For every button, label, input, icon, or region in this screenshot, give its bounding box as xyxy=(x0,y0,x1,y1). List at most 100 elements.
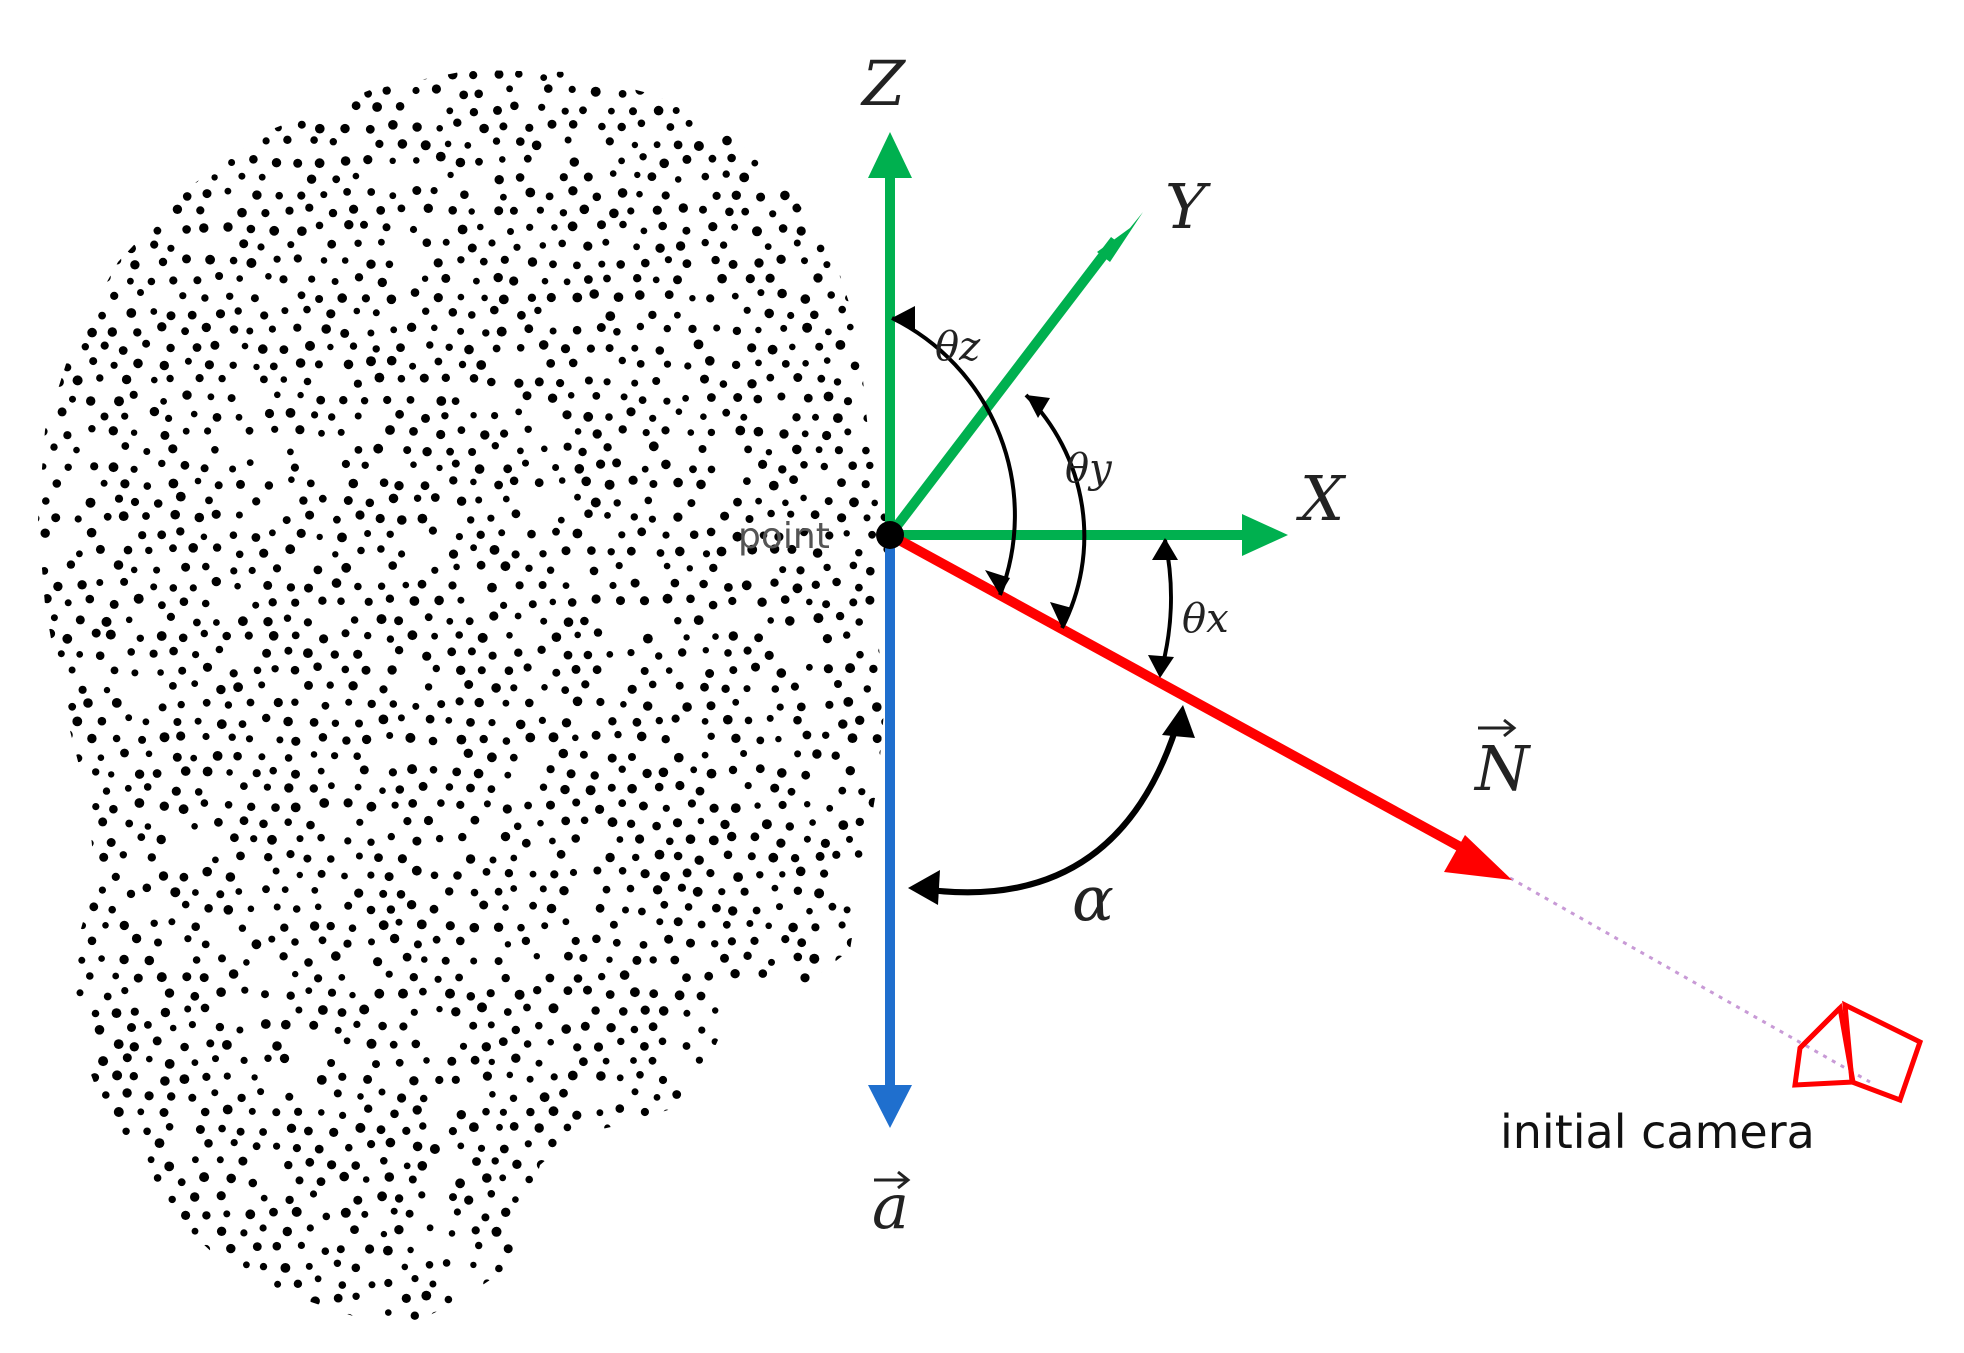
head-point-dot xyxy=(819,1311,830,1320)
head-point-dot xyxy=(603,274,611,283)
head-point-dot xyxy=(615,1142,625,1151)
head-point-dot xyxy=(728,596,737,606)
head-point-dot xyxy=(426,341,434,349)
head-point-dot xyxy=(361,1210,369,1218)
head-point-dot xyxy=(293,323,302,332)
head-point-dot xyxy=(448,308,458,317)
head-point-dot xyxy=(538,716,547,725)
head-point-dot xyxy=(866,1311,875,1320)
head-point-dot xyxy=(786,1055,796,1064)
head-point-dot xyxy=(263,580,273,590)
head-point-dot xyxy=(118,511,129,521)
head-point-dot xyxy=(494,480,503,490)
head-point-dot xyxy=(466,992,476,1001)
head-point-dot xyxy=(701,718,709,725)
head-point-dot xyxy=(636,1071,644,1079)
head-point-dot xyxy=(333,515,341,524)
head-point-dot xyxy=(238,1156,248,1166)
head-point-dot xyxy=(431,566,439,574)
head-point-dot xyxy=(38,1195,42,1202)
head-point-dot xyxy=(306,1224,314,1232)
head-point-dot xyxy=(260,311,269,320)
head-point-dot xyxy=(470,544,477,552)
head-point-dot xyxy=(523,154,532,163)
head-point-dot xyxy=(758,459,768,469)
head-point-dot xyxy=(157,322,167,332)
head-point-dot xyxy=(62,1074,69,1081)
head-point-dot xyxy=(299,496,308,505)
head-point-dot xyxy=(154,1209,162,1216)
head-point-dot xyxy=(38,345,40,353)
head-point-dot xyxy=(855,549,863,557)
head-point-dot xyxy=(815,342,824,351)
head-point-dot xyxy=(339,1171,350,1182)
head-point-dot xyxy=(470,957,478,965)
head-point-dot xyxy=(166,343,175,353)
head-point-dot xyxy=(702,550,711,558)
head-point-dot xyxy=(110,291,119,300)
head-point-dot xyxy=(62,1277,73,1288)
head-point-dot xyxy=(394,481,404,491)
head-point-dot xyxy=(526,223,534,231)
head-point-dot xyxy=(236,1026,244,1034)
head-point-dot xyxy=(871,1040,879,1048)
head-point-dot xyxy=(787,1156,796,1165)
head-point-dot xyxy=(224,187,232,195)
head-point-dot xyxy=(66,1244,75,1254)
head-point-dot xyxy=(800,1212,809,1221)
head-point-dot xyxy=(132,119,142,129)
head-point-dot xyxy=(879,1128,887,1135)
head-point-dot xyxy=(100,412,109,421)
head-point-dot xyxy=(91,628,101,638)
head-point-dot xyxy=(356,70,365,76)
head-point-dot xyxy=(656,549,665,557)
head-point-dot xyxy=(730,1073,739,1082)
head-point-dot xyxy=(284,646,293,655)
head-point-dot xyxy=(652,205,662,215)
head-point-dot xyxy=(630,1025,639,1034)
head-point-dot xyxy=(386,732,394,739)
head-point-dot xyxy=(306,174,317,184)
head-point-dot xyxy=(130,1007,139,1016)
head-point-dot xyxy=(317,767,325,775)
head-point-dot xyxy=(567,221,578,232)
head-point-dot xyxy=(446,447,454,456)
head-point-dot xyxy=(341,257,349,264)
head-point-dot xyxy=(494,70,504,79)
head-point-dot xyxy=(199,973,209,983)
head-point-dot xyxy=(83,1206,93,1215)
y-axis-label: Y xyxy=(1165,170,1211,243)
head-point-dot xyxy=(865,595,875,605)
head-point-dot xyxy=(304,680,313,690)
head-point-dot xyxy=(635,834,645,844)
head-point-dot xyxy=(574,631,581,639)
head-point-dot xyxy=(430,493,440,502)
head-point-dot xyxy=(633,243,640,251)
head-point-dot xyxy=(397,374,406,383)
head-point-dot xyxy=(412,1141,423,1152)
head-point-dot xyxy=(68,295,77,304)
head-point-dot xyxy=(405,1209,414,1218)
head-point-dot xyxy=(469,374,479,383)
head-point-dot xyxy=(170,887,181,898)
head-point-dot xyxy=(735,425,746,436)
head-point-dot xyxy=(525,564,533,572)
head-point-dot xyxy=(527,1212,536,1221)
head-point-dot xyxy=(378,714,389,725)
head-point-dot xyxy=(500,193,507,201)
head-point-dot xyxy=(481,1310,489,1318)
head-point-dot xyxy=(627,649,635,657)
head-point-dot xyxy=(628,70,639,78)
head-point-dot xyxy=(745,515,754,523)
head-point-dot xyxy=(470,1292,478,1300)
head-point-dot xyxy=(685,119,693,127)
head-point-dot xyxy=(598,972,606,981)
head-point-dot xyxy=(311,411,319,419)
head-point-dot xyxy=(456,800,465,810)
head-point-dot xyxy=(239,239,249,249)
head-point-dot xyxy=(835,1018,846,1029)
head-point-dot xyxy=(74,515,82,523)
head-point-dot xyxy=(78,1293,86,1302)
head-point-dot xyxy=(675,408,683,416)
head-point-dot xyxy=(579,750,588,759)
